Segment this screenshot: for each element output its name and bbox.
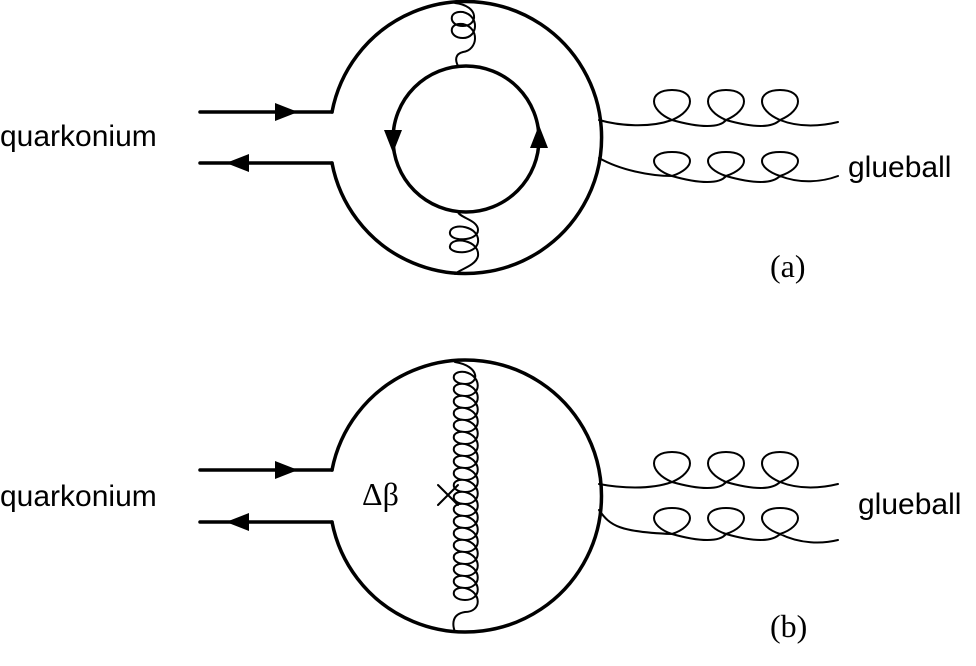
arrow-left-icon [226, 154, 249, 172]
outer-quark-loop-b [330, 358, 604, 634]
gluon-top-a [450, 2, 476, 67]
panel-b: quarkonium Δβ glueball (b) [0, 358, 961, 644]
arrow-right-icon [275, 461, 298, 479]
arrow-down-icon [384, 130, 402, 153]
gluon-bottom-a [449, 211, 480, 275]
glueball-gluon-lower-b [598, 506, 839, 544]
glueball-label-a: glueball [848, 151, 951, 184]
panel-label-b: (b) [770, 608, 807, 644]
inner-quark-loop-a [391, 64, 541, 214]
delta-beta-label: Δβ [362, 476, 399, 512]
insertion-cross-icon [437, 484, 459, 506]
arrow-right-icon [275, 103, 298, 121]
glueball-gluon-upper-b [598, 450, 839, 489]
glueball-gluon-lower-a [598, 150, 839, 183]
arrow-up-icon [530, 125, 548, 148]
panel-label-a: (a) [770, 248, 806, 284]
panel-a: quarkonium glueball (a) [0, 0, 951, 284]
quarkonium-label-a: quarkonium [0, 120, 157, 153]
quarkonium-label-b: quarkonium [0, 480, 157, 513]
glueball-gluon-upper-a [598, 88, 839, 127]
gluon-vertical-b [452, 361, 479, 633]
arrow-left-icon [226, 513, 249, 531]
outer-quark-loop-a [330, 0, 604, 276]
glueball-label-b: glueball [858, 488, 961, 521]
